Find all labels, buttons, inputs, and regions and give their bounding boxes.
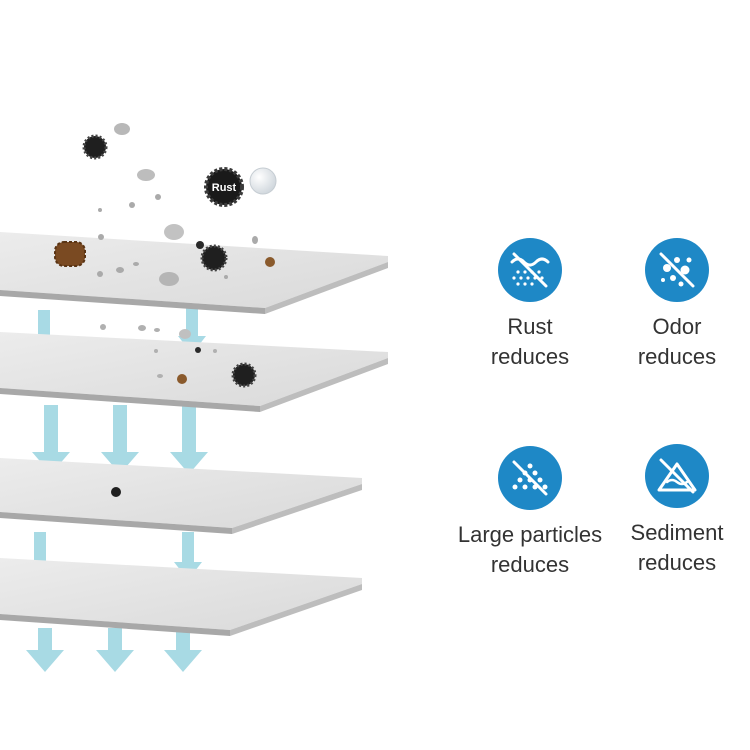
feature-label-line1: Large particles	[457, 522, 603, 547]
feature-label-line2: reduces	[637, 344, 717, 369]
feature-sediment: Sediment reduces	[582, 444, 750, 578]
feature-rust: Rust reduces	[435, 238, 625, 372]
feature-label-line2: reduces	[490, 344, 570, 369]
down-arrow	[101, 405, 139, 474]
down-arrow	[96, 628, 134, 672]
feature-large-particles: Large particles reduces	[435, 446, 625, 580]
black-particle	[200, 244, 228, 272]
black-particle	[231, 362, 257, 388]
black-particle	[111, 487, 121, 497]
air-bubble	[249, 167, 277, 195]
feature-label-line2: reduces	[637, 550, 717, 575]
brown-particle	[177, 374, 187, 384]
brown-particle	[54, 241, 86, 267]
feature-label-line1: Sediment	[630, 520, 724, 545]
waves-particles-icon	[498, 238, 562, 302]
black-particle	[82, 134, 108, 160]
down-arrow	[164, 628, 202, 672]
feature-label-line2: reduces	[490, 552, 570, 577]
black-particle	[196, 241, 204, 249]
feature-label-line1: Rust	[507, 314, 553, 339]
black-particle	[204, 167, 244, 207]
filtration-layers-diagram: Rust	[0, 123, 388, 672]
particles: Rust	[54, 123, 277, 497]
filter-layer-1	[0, 232, 388, 314]
filter-layer-2	[0, 332, 388, 412]
feature-odor: Odor reduces	[582, 238, 750, 372]
sediment-mountain-icon	[645, 444, 709, 508]
feature-label-line1: Odor	[652, 314, 702, 339]
filter-layer-4	[0, 558, 362, 636]
particle-triangle-icon	[498, 446, 562, 510]
black-particle	[195, 347, 201, 353]
odor-molecule-icon	[645, 238, 709, 302]
rust-particle-label: Rust	[212, 182, 237, 194]
filter-layer-3	[0, 458, 362, 534]
brown-particle	[265, 257, 275, 267]
down-arrow	[26, 628, 64, 672]
down-arrow	[32, 405, 70, 474]
down-arrow	[170, 405, 208, 474]
